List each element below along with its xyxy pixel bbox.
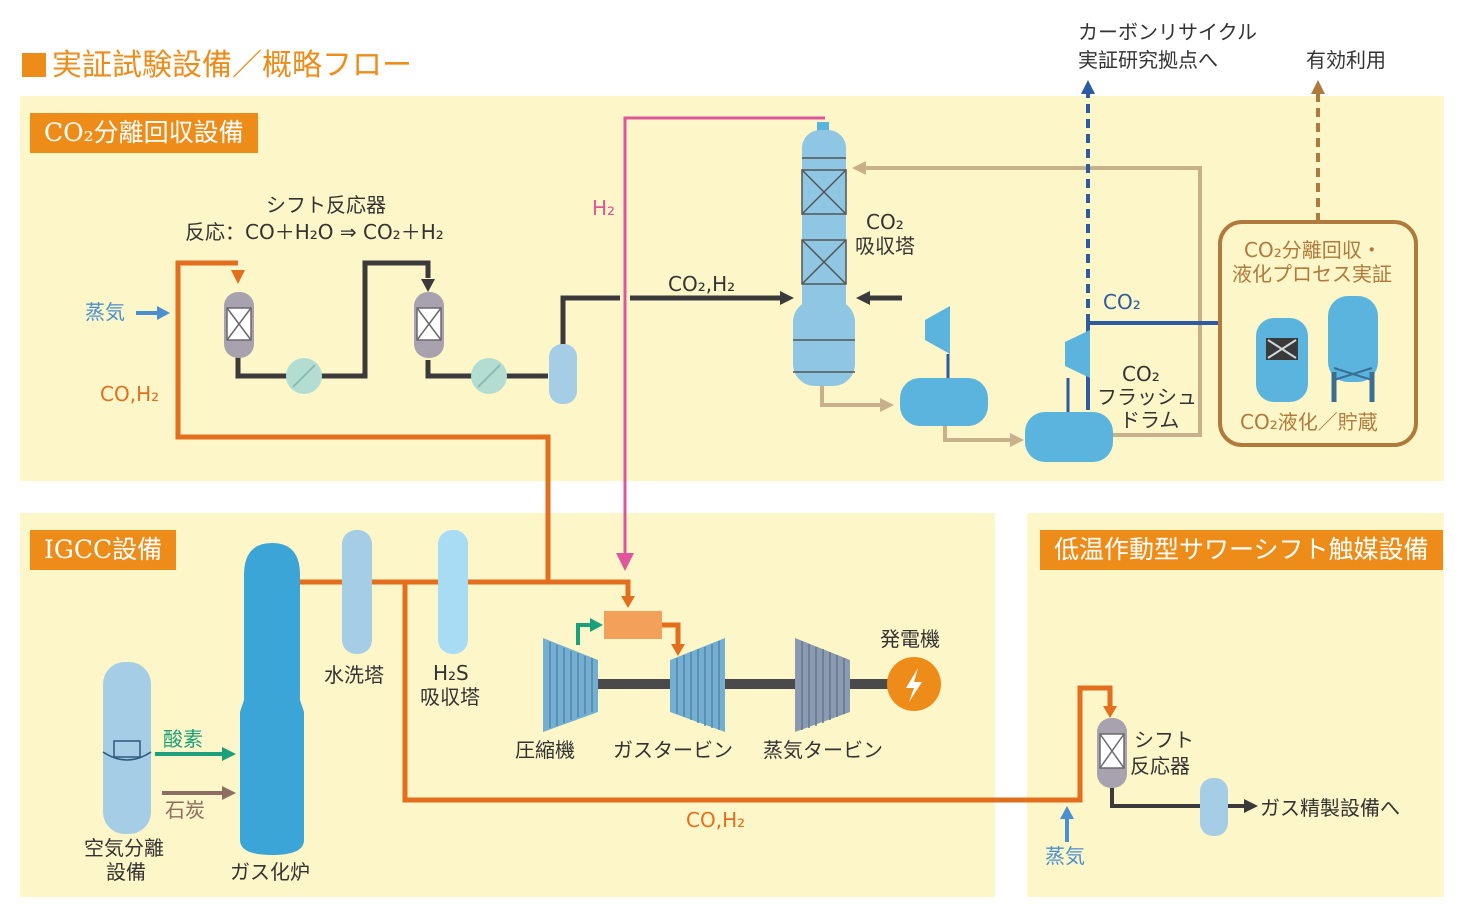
h2s-absorber-label-2: 吸収塔 xyxy=(420,685,480,709)
flash-drum-label-3: ドラム xyxy=(1120,408,1180,432)
co-h2-label: CO,H₂ xyxy=(100,382,160,406)
h2-label: H₂ xyxy=(592,196,616,220)
compressor-stage-icon xyxy=(1065,330,1090,378)
oxygen-arrowhead xyxy=(222,747,236,761)
syngas-arrowhead xyxy=(621,596,635,608)
h2-line xyxy=(616,116,825,571)
steam-label: 蒸気 xyxy=(85,300,125,324)
gasifier-label: ガス化炉 xyxy=(230,860,310,884)
oxygen-label: 酸素 xyxy=(163,727,203,751)
shift-reactor-title: シフト反応器 xyxy=(266,193,386,217)
heat-exchanger-1 xyxy=(286,358,322,394)
title-square-icon xyxy=(22,53,46,77)
absorber-label-2: 吸収塔 xyxy=(855,234,915,258)
shift-reactor-1 xyxy=(224,292,254,358)
air-separation-label-1: 空気分離 xyxy=(84,836,164,860)
drum-vessel xyxy=(900,378,988,426)
amine-arrowhead xyxy=(1010,433,1024,447)
heat-exchanger-2 xyxy=(471,358,507,394)
gas-refining-label: ガス精製設備へ xyxy=(1260,796,1400,820)
co-h2-label-bottom: CO,H₂ xyxy=(686,808,746,832)
air-separation-label-2: 設備 xyxy=(106,860,146,884)
shift-reactor-2 xyxy=(414,292,444,358)
recycle-dest-label-1: カーボンリサイクル xyxy=(1078,20,1257,44)
gas-turbine xyxy=(670,638,725,732)
syngas-arrowhead xyxy=(231,270,245,284)
liquefaction-demo-label-1: CO₂分離回収・ xyxy=(1244,238,1382,262)
co2-separation-panel xyxy=(20,96,1444,481)
syngas-arrowhead xyxy=(671,644,685,656)
shift-reactor-low xyxy=(1097,718,1127,788)
gasifier xyxy=(240,543,304,855)
process-line xyxy=(1110,788,1200,808)
combustor xyxy=(604,611,662,639)
amine-arrowhead xyxy=(852,161,866,175)
water-wash-label: 水洗塔 xyxy=(324,663,384,687)
reaction-formula: 反応：CO＋H₂O ⇒ CO₂＋H₂ xyxy=(185,220,444,244)
catalyst-x-icon xyxy=(1267,339,1297,359)
separator-vessel xyxy=(549,344,577,404)
amine-arrowhead xyxy=(880,398,894,412)
effective-use-arrowhead xyxy=(1311,80,1325,94)
shift-reactor-low-label-1: シフト xyxy=(1134,728,1194,752)
steam-inlet-arrowhead xyxy=(1060,806,1074,819)
co2-absorber-tower xyxy=(793,122,855,386)
co2-flash-drum xyxy=(1025,412,1113,462)
gas-turbine-label: ガスタービン xyxy=(613,738,733,762)
absorber-label-1: CO₂ xyxy=(866,210,904,234)
coal-arrowhead xyxy=(222,786,236,800)
steam-turbine-label: 蒸気タービン xyxy=(763,738,883,762)
lightning-icon xyxy=(906,668,922,702)
process-arrowhead xyxy=(780,291,794,305)
generator-label: 発電機 xyxy=(880,627,940,651)
flash-drum-label-2: フラッシュ xyxy=(1097,385,1197,409)
steam-inlet-arrowhead xyxy=(157,306,170,320)
h2s-absorber-label-1: H₂S xyxy=(433,661,469,685)
section-title-lowtemp: 低温作動型サワーシフト触媒設備 xyxy=(1040,530,1443,570)
steam-turbine xyxy=(795,638,850,732)
air-feed-arrowhead xyxy=(590,618,603,632)
pump-icon xyxy=(925,306,950,354)
syngas-arrowhead xyxy=(1103,706,1117,718)
liquefaction-storage-label: CO₂液化／貯蔵 xyxy=(1240,410,1378,434)
process-line xyxy=(235,260,902,379)
syngas-line xyxy=(175,260,1113,803)
co2-h2-label: CO₂,H₂ xyxy=(668,272,736,296)
separator-vessel-low xyxy=(1200,778,1228,836)
water-wash-tower xyxy=(342,530,372,654)
section-title-co2: CO₂分離回収設備 xyxy=(30,113,258,153)
effective-use-label: 有効利用 xyxy=(1306,48,1386,72)
co2-flow-label: CO₂ xyxy=(1103,290,1141,314)
lowtemp-shift-panel xyxy=(1027,513,1444,897)
recycle-dest-label-2: 実証研究拠点へ xyxy=(1078,48,1218,72)
process-arrowhead xyxy=(1244,799,1258,813)
section-title-igcc: IGCC設備 xyxy=(30,530,177,570)
amine-line xyxy=(820,166,1202,442)
air-feed-line xyxy=(576,623,590,645)
coal-label: 石炭 xyxy=(165,798,205,822)
flash-drum-label-1: CO₂ xyxy=(1122,362,1160,386)
co2-up-arrowhead xyxy=(1081,80,1095,94)
page-title: 実証試験設備／概略フロー xyxy=(22,40,412,84)
h2s-absorber-tower xyxy=(438,530,468,654)
liquefaction-demo-label-2: 液化プロセス実証 xyxy=(1232,262,1392,286)
compressor-turbine xyxy=(543,638,598,732)
compressor-label: 圧縮機 xyxy=(515,738,575,762)
process-arrowhead xyxy=(856,291,870,305)
air-separation-unit xyxy=(102,662,152,834)
steam-label-low: 蒸気 xyxy=(1045,844,1085,868)
storage-tank xyxy=(1328,296,1378,402)
shift-reactor-low-label-2: 反応器 xyxy=(1130,754,1190,778)
process-arrowhead xyxy=(421,279,435,292)
